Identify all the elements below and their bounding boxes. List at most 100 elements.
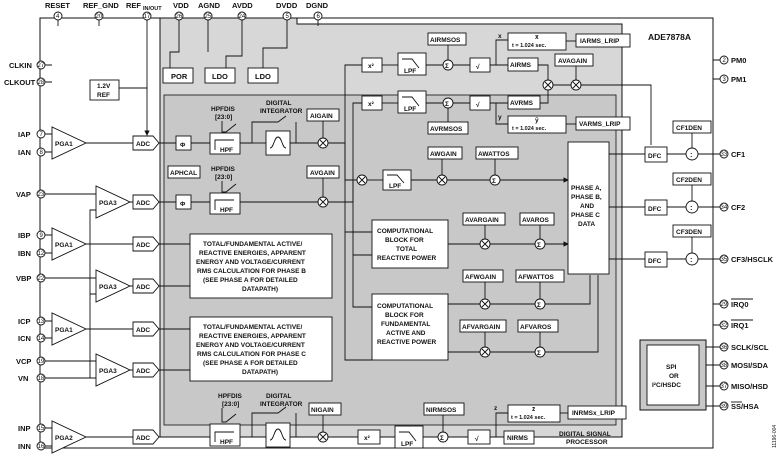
adc-column: ADC ADC ADC ADC ADC ADC ADC: [132, 135, 160, 445]
hpfdis-bits: [23:0]: [215, 114, 232, 121]
svg-text:38: 38: [721, 363, 728, 369]
svg-text:z̄: z̄: [532, 405, 536, 413]
svg-text:PHASE C: PHASE C: [571, 212, 600, 219]
pin-label-iap: IAP: [18, 130, 31, 139]
svg-text:HPF: HPF: [220, 207, 233, 214]
watermark: 11196-004: [772, 425, 778, 448]
svg-text:PGA2: PGA2: [55, 435, 73, 442]
svg-text:t = 1.024 sec.: t = 1.024 sec.: [511, 415, 546, 421]
svg-text:AVAGAIN: AVAGAIN: [558, 58, 587, 65]
ldo-block-digital: [247, 67, 279, 84]
pin-number: 4: [56, 14, 60, 20]
top-pin-ref-gnd: REF_GND 20: [83, 1, 119, 21]
svg-text:CF1DEN: CF1DEN: [676, 125, 702, 132]
svg-text:AIRMSOS: AIRMSOS: [430, 37, 461, 44]
pin-label-inn: INN: [18, 442, 31, 451]
dsp-label-line2: PROCESSOR: [566, 439, 608, 446]
pin-number: 12: [38, 251, 45, 257]
lpf-irms: [397, 52, 427, 76]
avrms-register: [507, 95, 541, 110]
avargain-register: [462, 212, 506, 226]
svg-text:REACTIVE POWER: REACTIVE POWER: [377, 339, 437, 346]
svg-text:Σ: Σ: [537, 302, 541, 309]
iarms-lrip-register: [575, 33, 631, 48]
svg-text:HPFDIS: HPFDIS: [211, 166, 236, 173]
part-number: ADE7878A: [648, 32, 691, 42]
pin-label-ref-gnd: REF_GND: [83, 1, 119, 10]
svg-text:AIRMS: AIRMS: [510, 62, 532, 69]
svg-text:LPF: LPF: [404, 106, 416, 113]
pin-label-ss: SS/HSA: [731, 402, 760, 411]
svg-text:Σ: Σ: [445, 63, 449, 70]
svg-text:DATAPATH): DATAPATH): [242, 286, 278, 293]
svg-text:SPI: SPI: [666, 364, 677, 371]
svg-text:[23:0]: [23:0]: [215, 174, 232, 181]
svg-text:√: √: [476, 63, 480, 71]
top-pin-reset: RESET 4: [45, 1, 70, 21]
pin-label-ibn: IBN: [18, 249, 31, 258]
pin-label-cf2: CF2: [731, 203, 745, 212]
por-label: POR: [171, 72, 188, 81]
phase-b-calculation-block: [189, 233, 333, 299]
airmsos-register: [427, 32, 467, 46]
adc-ia: [132, 135, 160, 151]
svg-text:z: z: [494, 405, 498, 412]
ldo-label: LDO: [255, 72, 271, 81]
pin-number: 27: [38, 63, 45, 69]
adc-in: [132, 429, 160, 445]
dfc-cf3: [644, 251, 668, 268]
pin-number: 24: [239, 14, 246, 20]
svg-text:32: 32: [721, 323, 728, 329]
hpf-voltage-a: [209, 192, 241, 215]
integrator-label: DIGITAL: [266, 100, 292, 107]
svg-text:VARMS_LRIP: VARMS_LRIP: [579, 121, 621, 128]
svg-text:ADC: ADC: [136, 200, 150, 207]
pin-label-irq1: IRQ1: [731, 321, 749, 330]
svg-text:DFC: DFC: [648, 206, 662, 213]
por-block: [162, 67, 194, 84]
svg-text::: :: [690, 203, 693, 212]
pin-label-vn: VN: [18, 374, 28, 383]
svg-text:OR: OR: [669, 373, 679, 380]
afvargain-register: [459, 319, 507, 333]
pin-label-vdd: VDD: [173, 1, 189, 10]
adc-ic: [132, 321, 160, 337]
svg-text:Σ: Σ: [492, 178, 496, 185]
pin-label-inp: INP: [18, 424, 31, 433]
svg-text:REACTIVE ENERGIES, APPARENT: REACTIVE ENERGIES, APPARENT: [199, 333, 306, 340]
left-pins: CLKIN 27 CLKOUT 28 IAP 7 IAN 8 VAP 23 IB…: [4, 60, 46, 451]
svg-text:AVAROS: AVAROS: [522, 217, 550, 224]
svg-text:AWATTOS: AWATTOS: [478, 151, 510, 158]
svg-text:ADC: ADC: [136, 141, 150, 148]
svg-text:AFVARGAIN: AFVARGAIN: [462, 324, 500, 331]
svg-text:I²C/HSDC: I²C/HSDC: [652, 382, 681, 389]
svg-text:INTEGRATOR: INTEGRATOR: [260, 401, 303, 408]
pga-stage: PGA1 PGA3 PGA1 PGA3 PGA1 PGA3 PGA2: [51, 126, 132, 454]
svg-text:t = 1.024 sec.: t = 1.024 sec.: [512, 126, 547, 132]
pin-number: 22: [38, 276, 45, 282]
ref-1v2-block: [89, 79, 120, 101]
pin-number: 17: [144, 14, 151, 20]
svg-text:Φ: Φ: [180, 201, 186, 208]
svg-text:ADC: ADC: [136, 242, 150, 249]
svg-text:APHCAL: APHCAL: [170, 170, 197, 177]
varms-lrip-register: [575, 116, 631, 131]
pin-label-vbp: VBP: [16, 274, 31, 283]
top-pin-dvdd: DVDD 5: [276, 1, 298, 21]
pin-label-cf3: CF3/HSCLK: [731, 255, 774, 264]
svg-text::: :: [690, 255, 693, 264]
hpf-neutral: [209, 423, 241, 447]
pin-label-icn: ICN: [18, 334, 31, 343]
svg-text:AIGAIN: AIGAIN: [310, 113, 333, 120]
svg-text:PGA1: PGA1: [55, 141, 73, 148]
svg-text:[23:0]: [23:0]: [222, 401, 239, 408]
svg-text:AFVAROS: AFVAROS: [520, 324, 552, 331]
nirmsos-register: [423, 402, 465, 416]
top-pin-dgnd: DGND 6: [306, 1, 329, 21]
pin-label-icp: ICP: [18, 317, 31, 326]
svg-text:AVRMS: AVRMS: [510, 100, 534, 107]
pin-number: 26: [176, 14, 183, 20]
svg-text:CF2DEN: CF2DEN: [676, 177, 702, 184]
